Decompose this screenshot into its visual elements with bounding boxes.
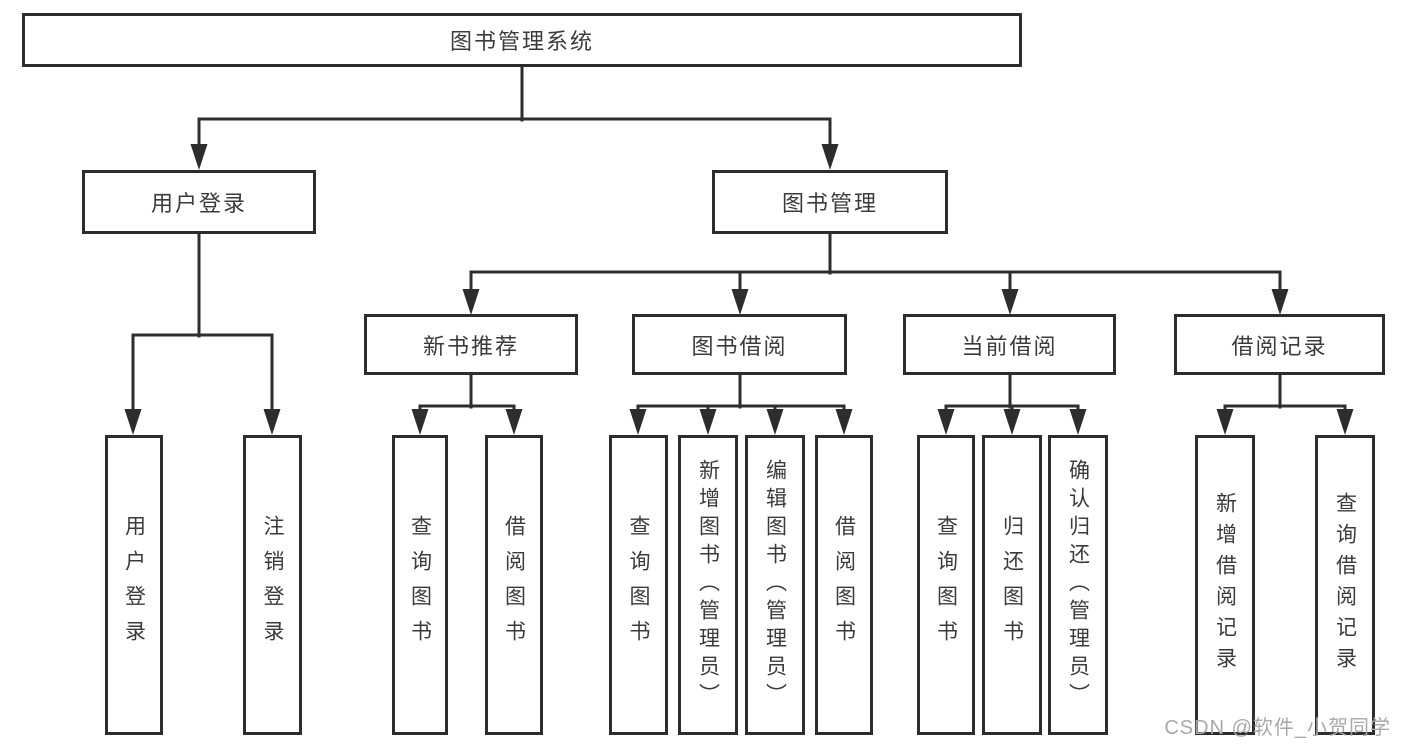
node-new-book-recommendation-label: 新书推荐 — [422, 333, 519, 359]
leaf-query-books-recommend-label: 查询图书 — [408, 515, 432, 655]
leaf-borrow-books-recommend-label: 借阅图书 — [502, 515, 526, 655]
leaf-query-books-borrowing-label: 查询图书 — [627, 515, 650, 655]
leaf-add-books-admin-label: 新增图书（管理员） — [696, 459, 720, 711]
node-current-borrowing: 当前借阅 — [903, 314, 1116, 375]
leaf-query-borrowing-record: 查询借阅记录 — [1315, 435, 1375, 735]
leaf-query-books-current-label: 查询图书 — [934, 515, 958, 655]
node-borrowing-records-label: 借阅记录 — [1231, 333, 1328, 359]
node-user-login-label: 用户登录 — [150, 191, 247, 216]
leaf-user-login-label: 用户登录 — [122, 515, 146, 655]
node-book-management-label: 图书管理 — [781, 191, 878, 216]
leaf-add-borrowing-record: 新增借阅记录 — [1195, 435, 1255, 735]
node-current-borrowing-label: 当前借阅 — [961, 333, 1058, 359]
leaf-borrow-books-label: 借阅图书 — [832, 515, 856, 655]
leaf-edit-books-admin: 编辑图书（管理员） — [745, 435, 805, 735]
leaf-add-borrowing-record-label: 新增借阅记录 — [1213, 492, 1237, 678]
leaf-return-books: 归还图书 — [982, 435, 1042, 735]
leaf-borrow-books-recommend: 借阅图书 — [485, 435, 543, 735]
leaf-query-borrowing-record-label: 查询借阅记录 — [1333, 492, 1357, 678]
arrowheads — [124, 144, 1354, 435]
node-book-borrowing-label: 图书借阅 — [691, 333, 788, 359]
node-root-library-management-system: 图书管理系统 — [22, 13, 1022, 67]
leaf-return-books-label: 归还图书 — [1000, 515, 1024, 655]
leaf-confirm-return-admin: 确认归还（管理员） — [1048, 435, 1108, 735]
leaf-logout: 注销登录 — [243, 435, 302, 735]
leaf-query-books-current: 查询图书 — [917, 435, 975, 735]
node-new-book-recommendation: 新书推荐 — [364, 314, 578, 375]
node-book-management: 图书管理 — [712, 170, 948, 234]
leaf-query-books-borrowing: 查询图书 — [609, 435, 668, 735]
node-user-login: 用户登录 — [82, 170, 316, 234]
leaf-add-books-admin: 新增图书（管理员） — [678, 435, 738, 735]
csdn-watermark: CSDN @软件_小贺同学 — [1164, 717, 1391, 739]
node-root-label: 图书管理系统 — [449, 29, 594, 54]
leaf-borrow-books: 借阅图书 — [815, 435, 873, 735]
leaf-logout-label: 注销登录 — [261, 515, 284, 655]
leaf-edit-books-admin-label: 编辑图书（管理员） — [763, 459, 787, 711]
leaf-query-books-recommend: 查询图书 — [392, 435, 448, 735]
leaf-user-login: 用户登录 — [105, 435, 163, 735]
node-borrowing-records: 借阅记录 — [1174, 314, 1385, 375]
node-book-borrowing: 图书借阅 — [632, 314, 847, 375]
leaf-confirm-return-admin-label: 确认归还（管理员） — [1066, 459, 1090, 711]
